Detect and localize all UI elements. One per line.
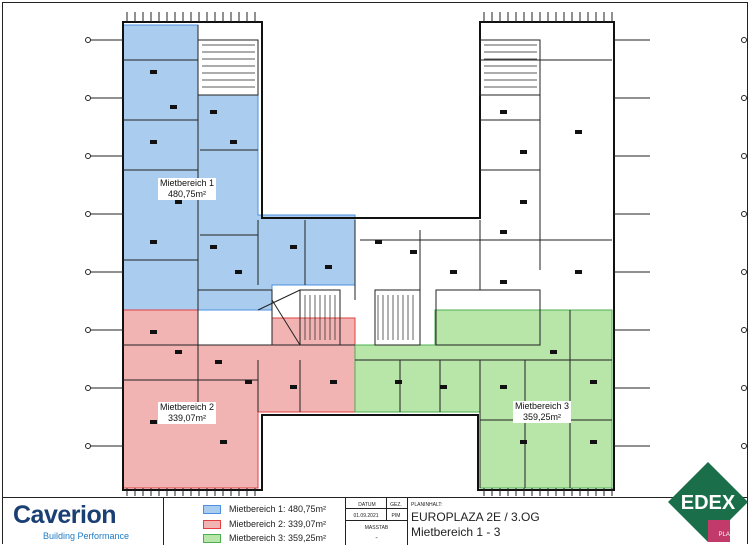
plan-title-line-1: EUROPLAZA 2E / 3.OG bbox=[411, 510, 540, 524]
legend-swatch-1 bbox=[203, 504, 221, 514]
building-outline bbox=[122, 21, 615, 491]
grid-ticks bbox=[85, 12, 747, 496]
area-2-label: Mietbereich 2 339,07m² bbox=[158, 402, 217, 424]
legend-item-3: Mietbereich 3: 359,25m² bbox=[203, 533, 326, 543]
legend-swatch-3 bbox=[203, 533, 221, 543]
area-3-name: Mietbereich 3 bbox=[515, 401, 570, 411]
area-2-size: 339,07m² bbox=[168, 413, 207, 423]
edex-sub: PLAZA bbox=[718, 532, 737, 538]
legend-text-2: Mietbereich 2: 339,07m² bbox=[229, 519, 327, 529]
plan-title-line-2: Mietbereich 1 - 3 bbox=[411, 525, 501, 539]
title-block: Caverion Building Performance Mietbereic… bbox=[3, 497, 747, 545]
gez-value: PIM bbox=[391, 513, 401, 519]
legend-cell bbox=[163, 498, 348, 545]
plan-content-label: PLANINHALT: bbox=[411, 502, 443, 508]
plan-title: EUROPLAZA 2E / 3.OG Mietbereich 1 - 3 bbox=[411, 510, 540, 540]
area-1-fill bbox=[122, 24, 356, 311]
legend-text-3: Mietbereich 3: 359,25m² bbox=[229, 533, 327, 543]
massstab-label: MASSTAB bbox=[364, 525, 389, 531]
datum-value: 01.09.2021 bbox=[353, 513, 379, 519]
area-3-fill bbox=[354, 309, 613, 489]
area-2-name: Mietbereich 2 bbox=[160, 402, 215, 412]
datum-label: DATUM bbox=[358, 502, 376, 508]
area-1-label: Mietbereich 1 480,75m² bbox=[158, 178, 217, 200]
massstab-value: - bbox=[375, 535, 378, 542]
legend-text-1: Mietbereich 1: 480,75m² bbox=[229, 504, 327, 514]
meta-cell bbox=[345, 498, 407, 545]
edex-logo: EDEX PLAZA bbox=[668, 462, 748, 542]
core-hatching bbox=[202, 44, 537, 340]
floor-plan bbox=[85, 12, 747, 496]
legend-swatch-2 bbox=[203, 519, 221, 529]
edex-word: EDEX bbox=[681, 492, 736, 514]
gez-label: GEZ. bbox=[390, 502, 402, 508]
caverion-tagline: Building Performance bbox=[43, 531, 130, 541]
area-3-label: Mietbereich 3 359,25m² bbox=[513, 401, 572, 423]
plan-title-cell bbox=[407, 498, 747, 545]
legend-item-2: Mietbereich 2: 339,07m² bbox=[203, 519, 326, 529]
legend-item-1: Mietbereich 1: 480,75m² bbox=[203, 504, 326, 514]
area-3-size: 359,25m² bbox=[523, 412, 562, 422]
caverion-logo: Caverion bbox=[13, 501, 116, 529]
area-1-name: Mietbereich 1 bbox=[160, 178, 215, 188]
inner-walls bbox=[123, 25, 612, 488]
desk-markers bbox=[150, 70, 597, 444]
area-1-size: 480,75m² bbox=[168, 189, 207, 199]
